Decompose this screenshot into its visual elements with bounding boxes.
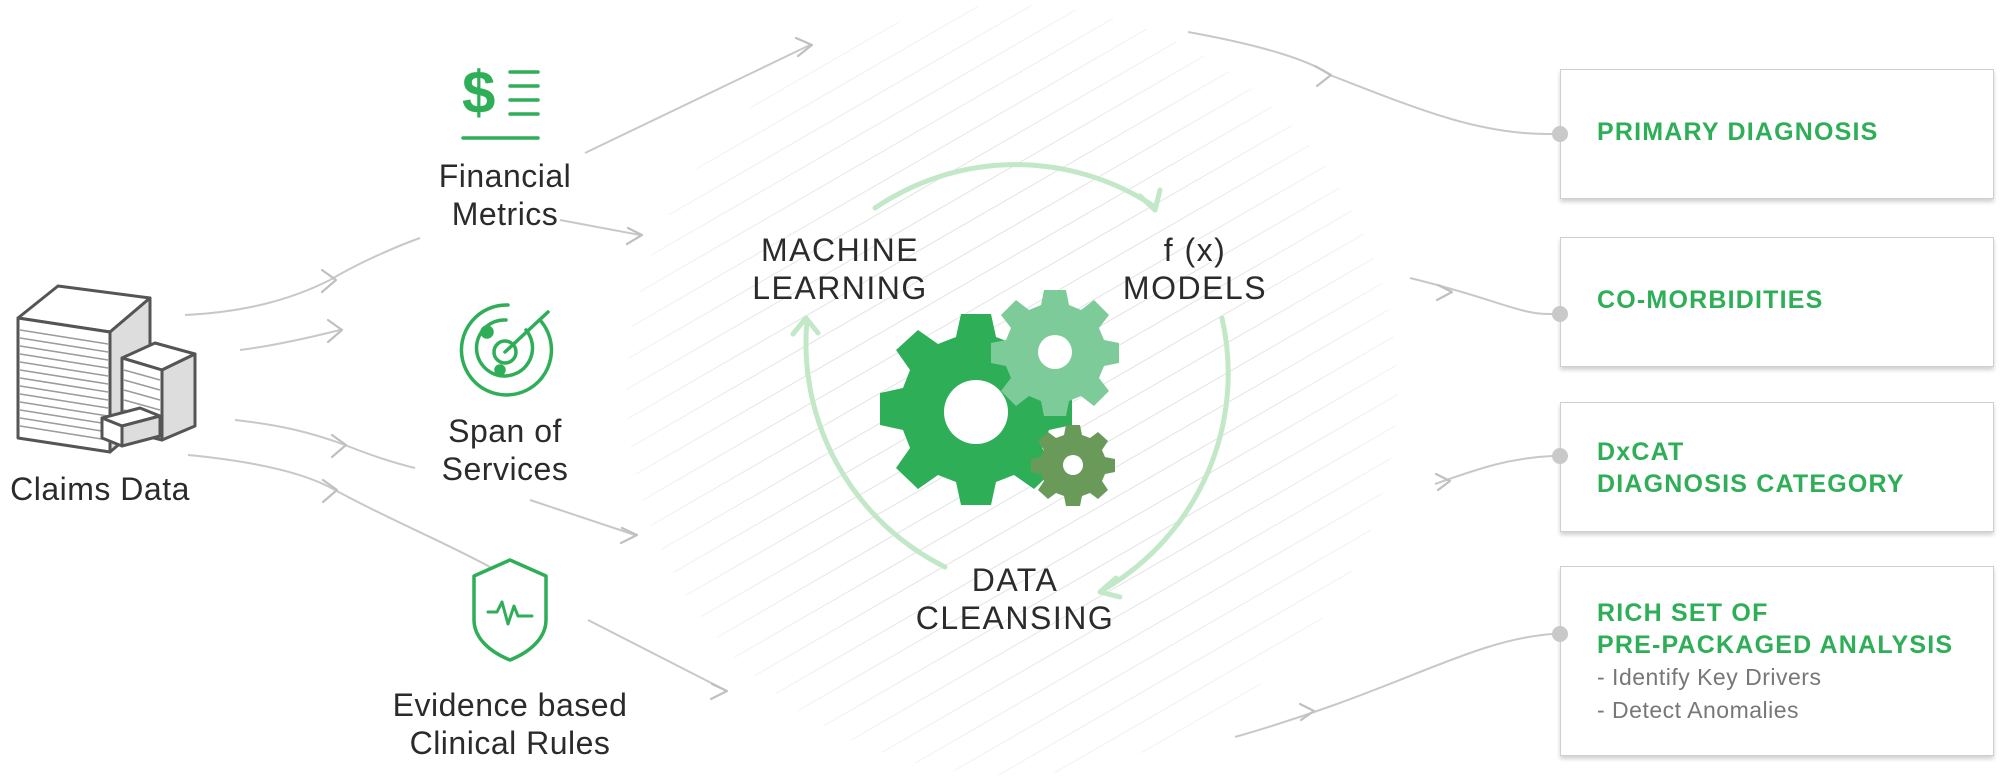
connector-claims-3 (234, 419, 346, 446)
label-line: MODELS (1122, 270, 1268, 306)
connector-claims-4b (334, 489, 491, 568)
connector-out-4 (1234, 633, 1553, 738)
label-line: LEARNING (752, 270, 928, 306)
label-line: Services (441, 451, 569, 487)
output-analysis: RICH SET OF PRE-PACKAGED ANALYSIS - Iden… (1560, 566, 1994, 756)
financial-metrics-label: Financial Metrics (405, 157, 605, 233)
arrowhead-icon (1137, 187, 1163, 213)
output-primary-diagnosis: PRIMARY DIAGNOSIS (1560, 69, 1994, 199)
data-cleansing-label: DATA CLEANSING (900, 561, 1130, 637)
process-cycle-arrows (790, 162, 1231, 600)
evidence-rules-label: Evidence based Clinical Rules (360, 686, 660, 762)
label-line: f (x) (1163, 232, 1227, 268)
cycle-arrow-left (803, 317, 948, 570)
connector-out-2 (1409, 277, 1553, 316)
connector-out-3 (1434, 455, 1553, 485)
connector-claims-2 (239, 329, 341, 351)
arrowhead-icon (1097, 575, 1123, 600)
chevron-icon (625, 226, 644, 246)
label-line: Financial (438, 158, 572, 194)
output-co-morbidities: CO-MORBIDITIES (1560, 237, 1994, 367)
chevron-icon (1313, 64, 1333, 88)
connector-claims-5 (559, 219, 641, 236)
cycle-arrow-top (872, 162, 1155, 211)
chevron-icon (1434, 472, 1452, 492)
output-subitem: - Detect Anomalies (1597, 697, 1800, 723)
chevron-icon (321, 478, 339, 504)
span-of-services-label: Span of Services (405, 412, 605, 488)
label-line: Metrics (451, 196, 559, 232)
cycle-arrow-right (1100, 315, 1231, 593)
label-line: CLEANSING (915, 600, 1115, 636)
output-title: DxCAT (1597, 438, 1685, 466)
fx-models-label: f (x) MODELS (1105, 231, 1285, 307)
arrowhead-icon (790, 315, 821, 337)
connector-dot (1552, 448, 1568, 464)
output-title: RICH SET OF (1597, 599, 1769, 627)
machine-learning-label: MACHINE LEARNING (730, 231, 950, 307)
shield-pulse-icon (472, 558, 548, 662)
dollar-list-icon (461, 70, 540, 140)
connector-dot (1552, 626, 1568, 642)
connector-evidence (587, 619, 726, 691)
stack-of-documents-icon (16, 284, 197, 454)
connector-out-1 (1329, 74, 1553, 136)
chevron-icon (794, 36, 814, 58)
connector-span (529, 499, 636, 536)
connector-financial (584, 44, 811, 154)
output-dxcat: DxCAT DIAGNOSIS CATEGORY (1560, 402, 1994, 532)
chevron-icon (709, 682, 729, 701)
output-title: DIAGNOSIS CATEGORY (1597, 470, 1905, 498)
label-line: Span of (448, 413, 562, 449)
chevron-icon (330, 433, 348, 459)
output-title: CO-MORBIDITIES (1597, 286, 1824, 314)
chevron-icon (1435, 283, 1454, 302)
claims-data-label: Claims Data (10, 471, 190, 507)
chevron-icon (326, 318, 344, 344)
output-subitem: - Identify Key Drivers (1597, 664, 1822, 690)
label-line: Clinical Rules (409, 725, 611, 761)
output-title: PRIMARY DIAGNOSIS (1597, 118, 1879, 146)
label-line: Evidence based (392, 687, 628, 723)
connector-chevrons (320, 36, 1454, 722)
connector-dot (1552, 306, 1568, 322)
dollar-sign-icon: $ (462, 59, 496, 126)
connector-claims-1b (329, 237, 421, 281)
chevron-icon (1298, 702, 1316, 722)
connector-dot (1552, 126, 1568, 142)
radar-icon (459, 303, 554, 397)
gears-icon (880, 290, 1119, 506)
output-title: PRE-PACKAGED ANALYSIS (1597, 631, 1954, 659)
chevron-icon (320, 268, 338, 294)
connector-claims-3b (344, 444, 416, 469)
chevron-icon (619, 526, 639, 545)
connector-claims-4 (187, 454, 336, 491)
connector-claims-1 (184, 279, 331, 316)
label-line: DATA (971, 562, 1059, 598)
label-line: MACHINE (760, 232, 920, 268)
